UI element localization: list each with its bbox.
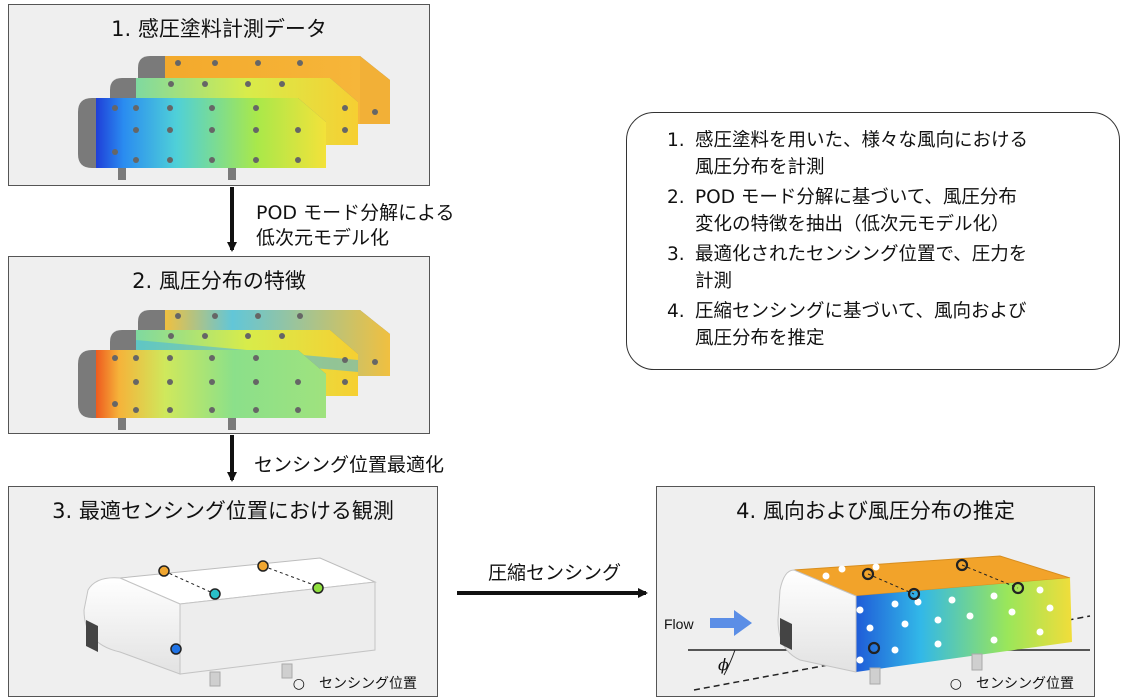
step-item: 2.POD モード分解に基づいて、風圧分布変化の特徴を抽出（低次元モデル化） [667, 187, 1017, 235]
sensor-point [1011, 581, 1025, 595]
vehicle-3d-sensing [83, 557, 377, 687]
sensor-point [867, 641, 881, 655]
sensor-point [170, 643, 182, 655]
legend-caption: ○ センシング位置 [949, 676, 1074, 692]
panel-title: 4. 風向および風圧分布の推定 [736, 499, 1015, 523]
sensor-point [312, 582, 324, 594]
vehicle-3d-estimation [688, 555, 1091, 691]
sensor-point [907, 587, 921, 601]
psp-maps-stack [78, 56, 390, 180]
step-item: 4.圧縮センシングに基づいて、風向および風圧分布を推定 [667, 301, 1027, 349]
sensor-point [257, 560, 269, 572]
pod-modes-stack [78, 310, 390, 430]
sensor-point [955, 558, 969, 572]
step-item: 3.最適化されたセンシング位置で、圧力を計測 [667, 244, 1028, 292]
arrow-label-pod: POD モード分解による低次元モデル化 [256, 202, 455, 249]
sensor-point [158, 565, 170, 577]
steps-bubble: 1.感圧塗料を用いた、様々な風向における風圧分布を計測 2.POD モード分解に… [626, 112, 1120, 370]
sensor-point [861, 567, 875, 581]
legend-caption: ○ センシング位置 [292, 676, 417, 692]
steps-list: 1.感圧塗料を用いた、様々な風向における風圧分布を計測 2.POD モード分解に… [667, 127, 1028, 355]
panel-title: 2. 風圧分布の特徴 [132, 269, 306, 293]
flow-label: Flow [664, 616, 694, 632]
arrow-label-compressed-sensing: 圧縮センシング [488, 562, 622, 584]
phi-symbol: ϕ [718, 655, 729, 674]
sensor-point [209, 588, 221, 600]
step-item: 1.感圧塗料を用いた、様々な風向における風圧分布を計測 [667, 130, 1029, 178]
panel-title: 3. 最適センシング位置における観測 [52, 499, 394, 523]
flow-arrow-icon [710, 610, 752, 636]
arrow-label-optimization: センシング位置最適化 [254, 454, 445, 476]
panel-title: 1. 感圧塗料計測データ [111, 17, 327, 41]
